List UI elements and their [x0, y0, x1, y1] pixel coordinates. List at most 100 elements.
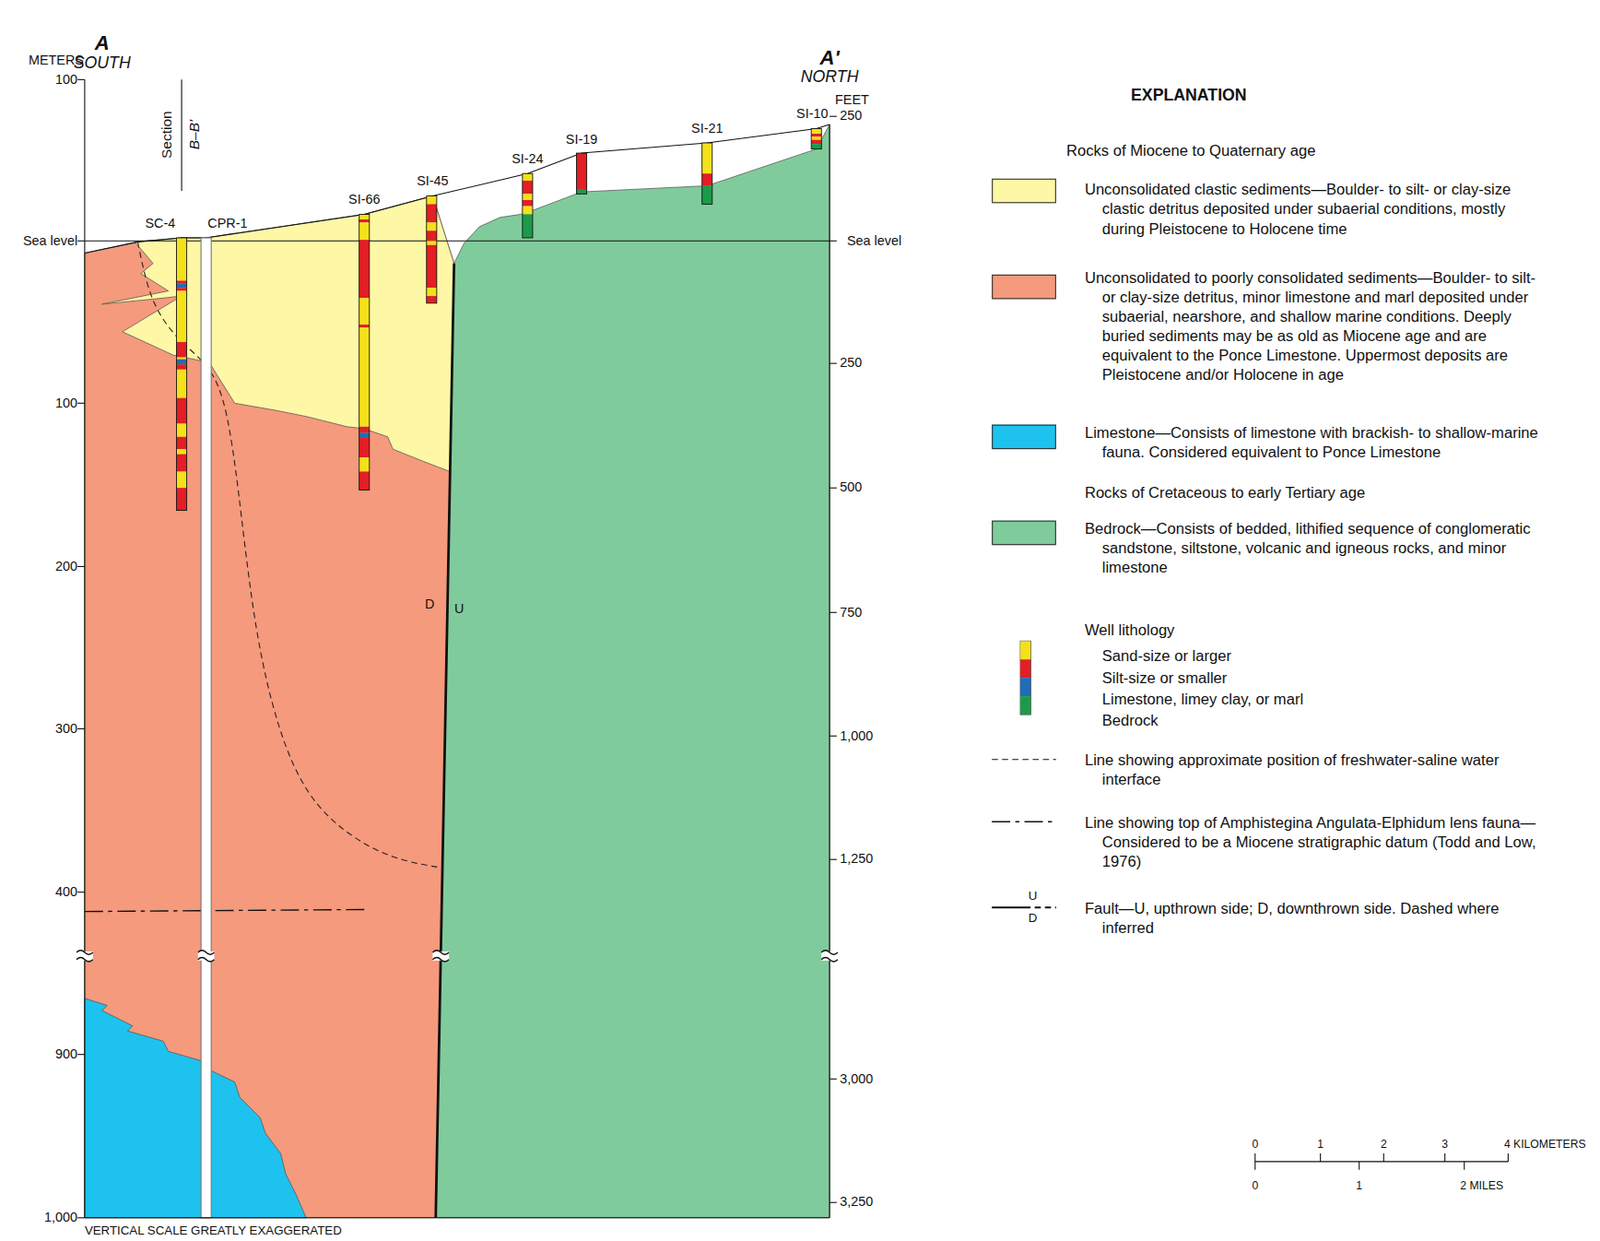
- label: 100: [55, 71, 78, 87]
- axis-tick: [829, 1078, 837, 1080]
- label: D: [424, 597, 435, 612]
- lithology-segment: [176, 359, 188, 365]
- lithology-segment: [176, 436, 188, 449]
- axis-tick: [77, 402, 85, 404]
- label: 500: [839, 480, 862, 495]
- label: 2 MILES: [1459, 1178, 1504, 1191]
- well-outline: [176, 237, 188, 511]
- axis-tick: [77, 240, 85, 242]
- well-column: [522, 173, 533, 238]
- label: 250: [839, 108, 862, 124]
- lithology-segment: [176, 448, 188, 455]
- well-column: [426, 196, 437, 304]
- label: SI-66: [348, 192, 380, 208]
- lithology-segment: [176, 454, 188, 472]
- lithology-segment: [176, 364, 188, 370]
- label: VERTICAL SCALE GREATLY EXAGGERATED: [84, 1223, 342, 1238]
- label: 750: [839, 604, 862, 620]
- well-outline: [359, 213, 370, 490]
- fault-line: [435, 263, 455, 1218]
- lithology-segment: [176, 237, 188, 281]
- well-column: [576, 152, 588, 194]
- lithology-segment: [359, 426, 370, 434]
- right-axis: [829, 124, 831, 1218]
- legend-swatch: [1020, 640, 1031, 659]
- scale-bar: [1255, 1160, 1509, 1162]
- legend-line-sample: [991, 758, 1057, 760]
- legend-line-sample: [991, 905, 1031, 908]
- lithology-segment: [176, 341, 188, 358]
- lithology-segment: [359, 432, 370, 438]
- label: Section: [159, 110, 176, 159]
- sediment-unit: [84, 196, 455, 1218]
- well-column: [176, 237, 188, 511]
- well-outline: [522, 173, 533, 238]
- lithology-segment: [811, 140, 822, 144]
- label: Sea level: [23, 233, 78, 248]
- label: 1,000: [44, 1210, 78, 1225]
- lithology-segment: [522, 213, 533, 237]
- lithology-segment: [176, 356, 188, 359]
- legend-swatch: [1020, 677, 1031, 696]
- label: Rocks of Cretaceous to early Tertiary ag…: [1084, 484, 1365, 502]
- lithology-segment: [359, 222, 370, 240]
- legend-swatch: [991, 178, 1057, 204]
- legend-text: Silt-size or smaller: [1102, 667, 1228, 687]
- well-outline: [811, 128, 822, 149]
- lithology-segment: [426, 203, 437, 223]
- lithology-segment: [811, 136, 822, 140]
- axis-tick: [77, 728, 85, 730]
- label: Sea level: [847, 233, 902, 248]
- label: Rocks of Miocene to Quaternary age: [1066, 142, 1316, 160]
- scale-tick: [1444, 1152, 1446, 1162]
- label: A': [819, 46, 839, 69]
- axis-break-symbol: [432, 950, 449, 962]
- legend-text: Sand-size or larger: [1102, 645, 1232, 665]
- label: SI-45: [416, 174, 448, 189]
- axis-tick: [77, 1216, 85, 1218]
- label: 1,250: [839, 851, 873, 867]
- lithology-segment: [176, 487, 188, 510]
- label: 0: [1251, 1178, 1259, 1191]
- axis-tick: [77, 1053, 85, 1055]
- axis-tick: [77, 891, 85, 893]
- axis-tick: [829, 116, 837, 118]
- legend-text: Fault—U, upthrown side; D, downthrown si…: [1084, 897, 1552, 937]
- well-column: [359, 213, 370, 490]
- break-stroke: [821, 950, 838, 954]
- label: SI-24: [511, 152, 543, 167]
- lithology-segment: [811, 143, 822, 150]
- break-stroke: [198, 950, 215, 954]
- axis-tick: [77, 565, 85, 567]
- lithology-segment: [702, 185, 713, 204]
- lithology-segment: [576, 152, 588, 190]
- well-outline: [426, 196, 437, 304]
- label: 900: [55, 1047, 78, 1062]
- lithology-segment: [426, 196, 437, 205]
- lithology-column-outline: [1020, 640, 1031, 715]
- lithology-segment: [359, 457, 370, 471]
- label: 3: [1441, 1137, 1448, 1150]
- legend-line-sample: [991, 821, 1057, 823]
- lithology-segment: [359, 470, 370, 490]
- axis-tick: [829, 487, 837, 489]
- label: FEET: [835, 93, 870, 108]
- axis-tick: [829, 611, 837, 613]
- lithology-segment: [176, 280, 188, 283]
- axis-tick: [829, 858, 837, 860]
- legend-text: Line showing approximate position of fre…: [1084, 750, 1552, 789]
- lithology-segment: [811, 133, 822, 137]
- legend-text: Bedrock: [1102, 709, 1159, 730]
- scale-tick: [1254, 1161, 1256, 1170]
- label: 200: [55, 559, 78, 575]
- axis-break-symbol: [198, 950, 215, 962]
- well-outline: [702, 142, 713, 204]
- scale-tick: [1358, 1161, 1360, 1170]
- label: A: [94, 31, 110, 54]
- label: U: [454, 601, 464, 617]
- freshwater-saline-interface: [137, 241, 441, 868]
- left-axis: [83, 79, 85, 1217]
- lithology-segment: [359, 324, 370, 328]
- well-column: [811, 128, 822, 149]
